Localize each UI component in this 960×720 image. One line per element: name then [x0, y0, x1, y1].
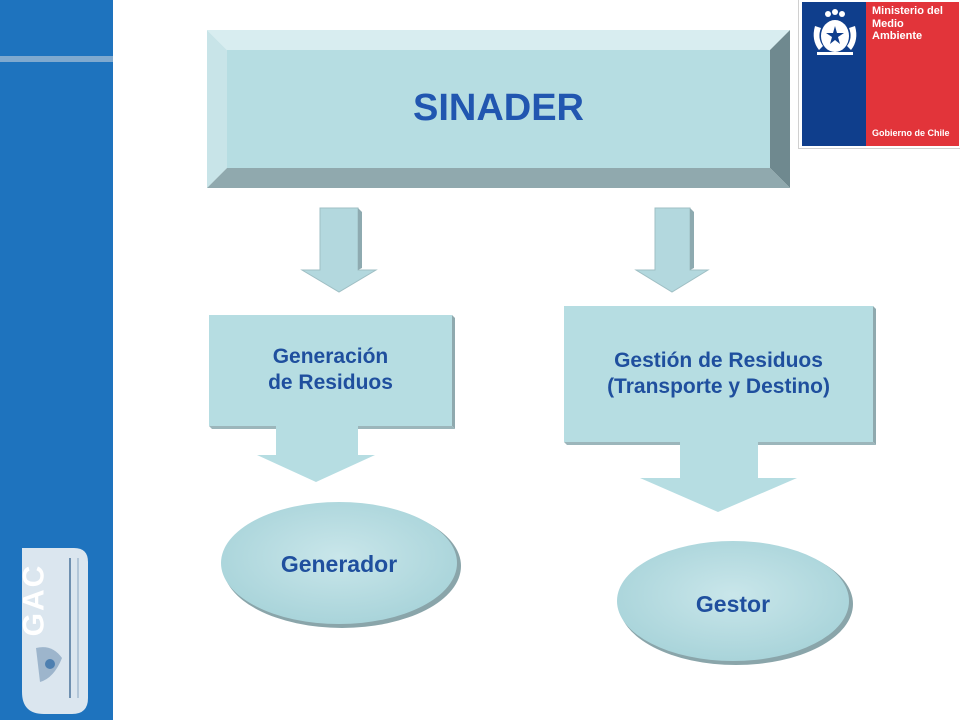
- ministry-name: Ministerio del Medio Ambiente: [872, 5, 943, 43]
- generator-label: Generador: [280, 550, 398, 577]
- sinader-box: [207, 30, 790, 188]
- sinader-title: SINADER: [412, 87, 585, 130]
- arrow-to-generation: [300, 207, 378, 293]
- ministry-logo: Ministerio del Medio Ambiente Gobierno d…: [798, 0, 960, 149]
- manager-oval: [617, 541, 853, 665]
- sidebar-stripe: [0, 56, 113, 62]
- ministry-logo-red-panel: Ministerio del Medio Ambiente Gobierno d…: [866, 2, 959, 146]
- government-label: Gobierno de Chile: [872, 128, 950, 138]
- generator-oval: [221, 502, 461, 628]
- ministry-logo-blue-panel: [802, 2, 866, 146]
- arrow-to-management: [634, 207, 710, 293]
- management-callout: [564, 306, 876, 512]
- generation-callout: [209, 315, 455, 482]
- gac-logo: [22, 548, 88, 714]
- management-label: Gestión de Residuos (Transporte y Destin…: [607, 348, 830, 398]
- left-sidebar: GAC: [0, 0, 113, 720]
- chile-coat-of-arms-icon: [813, 9, 857, 55]
- generation-label: Generación de Residuos: [268, 344, 393, 394]
- manager-label: Gestor: [695, 590, 771, 617]
